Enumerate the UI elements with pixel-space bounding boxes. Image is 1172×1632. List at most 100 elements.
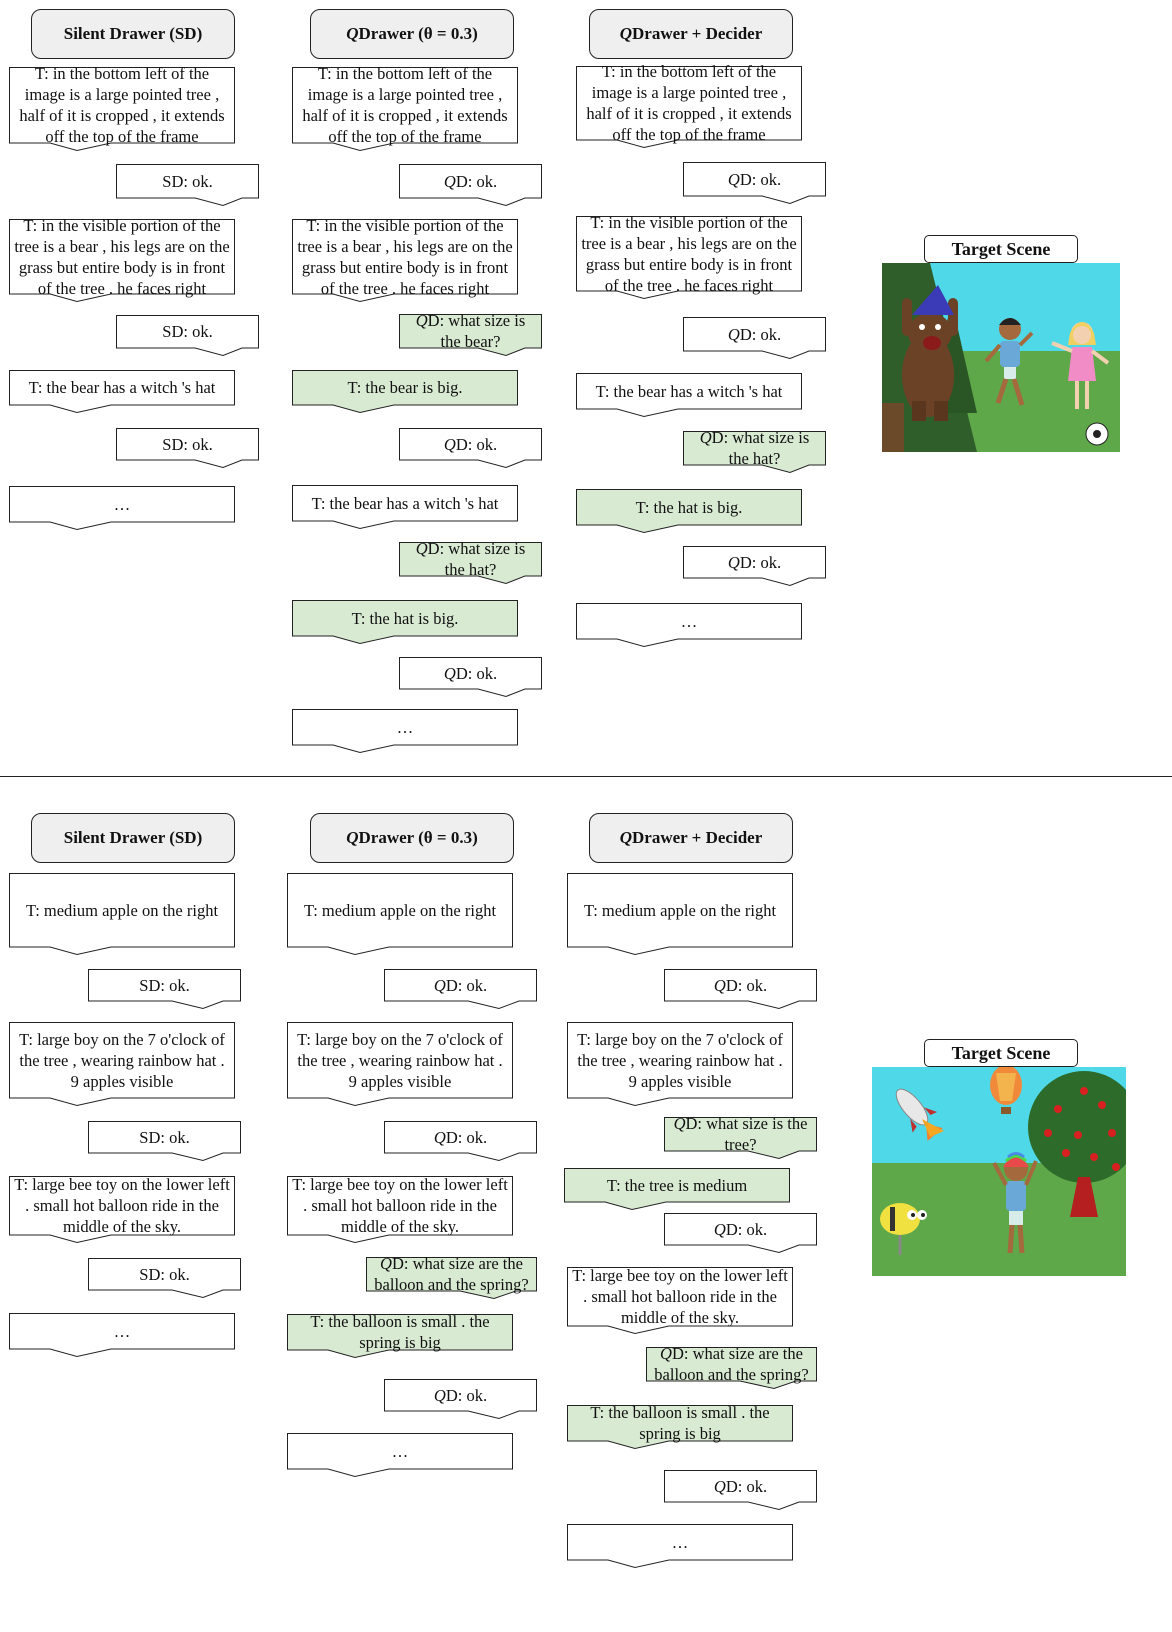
drawer-bubble: SD: ok. xyxy=(88,1121,241,1162)
bubble-shape xyxy=(366,1257,537,1300)
bubble-outline xyxy=(567,1267,793,1335)
message-text: T: in the visible portion of the tree is… xyxy=(14,215,230,298)
bubble-shape xyxy=(9,1176,235,1244)
message-text: T: the hat is big. xyxy=(635,497,743,517)
q-symbol: Q xyxy=(433,975,446,995)
bubble-shape xyxy=(9,370,235,414)
bubble-outline xyxy=(683,317,826,360)
bubble-outline xyxy=(664,1117,817,1160)
teller-bubble: T: large boy on the 7 o'clock of the tre… xyxy=(567,1022,793,1107)
column-header: Silent Drawer (SD) xyxy=(31,813,235,863)
message-text: QD: ok. xyxy=(443,663,498,683)
bubble-shape xyxy=(683,546,826,587)
bubble-shape xyxy=(576,603,802,648)
bubble-outline xyxy=(88,1121,241,1162)
bubble-outline xyxy=(88,1258,241,1299)
q-symbol: Q xyxy=(415,311,428,330)
message-text: QD: what size are the balloon and the sp… xyxy=(374,1254,529,1294)
bubble-outline xyxy=(683,162,826,205)
q-symbol: Q xyxy=(713,1476,726,1496)
bubble-outline xyxy=(683,546,826,587)
bubble-outline xyxy=(292,709,518,754)
bubble-outline xyxy=(567,1405,793,1450)
bubble-outline xyxy=(287,1433,513,1478)
message-text: T: the hat is big. xyxy=(351,608,459,628)
bubble-shape xyxy=(116,428,259,469)
q-symbol: Q xyxy=(699,428,712,447)
teller-bubble: T: the tree is medium xyxy=(564,1168,790,1211)
message-text: QD: ok. xyxy=(713,1219,768,1239)
bubble-outline xyxy=(9,370,235,414)
drawer-bubble: QD: what size is the hat? xyxy=(399,539,542,585)
bubble-shape xyxy=(576,66,802,149)
teller-bubble: T: large bee toy on the lower left . sma… xyxy=(567,1266,793,1335)
teller-bubble: T: the bear is big. xyxy=(292,370,518,414)
teller-bubble: … xyxy=(9,486,235,531)
drawer-bubble: QD: what size is the hat? xyxy=(683,428,826,474)
teller-bubble: T: the hat is big. xyxy=(292,600,518,645)
bubble-outline xyxy=(366,1257,537,1300)
message-text: T: in the bottom left of the image is a … xyxy=(19,64,225,146)
message-text: … xyxy=(113,1321,131,1341)
bubble-shape xyxy=(399,657,542,698)
bubble-outline xyxy=(88,969,241,1010)
bubble-shape xyxy=(9,873,235,956)
teller-bubble: T: medium apple on the right xyxy=(567,873,793,956)
bubble-outline xyxy=(399,428,542,469)
teller-bubble: T: in the bottom left of the image is a … xyxy=(576,62,802,149)
bubble-shape xyxy=(384,1121,537,1162)
q-symbol: Q xyxy=(443,171,456,191)
bubble-shape xyxy=(576,373,802,418)
bubble-outline xyxy=(292,370,518,414)
bubble-outline xyxy=(399,657,542,698)
target-scene-title: Target Scene xyxy=(924,235,1078,263)
teller-bubble: T: in the visible portion of the tree is… xyxy=(9,215,235,303)
message-text: T: in the visible portion of the tree is… xyxy=(581,212,797,295)
message-text: T: the bear has a witch 's hat xyxy=(311,493,499,513)
q-symbol: Q xyxy=(415,539,428,558)
drawer-bubble: QD: ok. xyxy=(683,317,826,360)
bubble-shape xyxy=(646,1347,817,1390)
bubble-outline xyxy=(9,1022,235,1107)
bubble-outline xyxy=(287,1176,513,1244)
drawer-bubble: QD: ok. xyxy=(399,164,542,207)
message-text: T: medium apple on the right xyxy=(583,900,777,920)
message-text: QD: ok. xyxy=(433,1385,488,1405)
q-symbol: Q xyxy=(619,828,633,847)
message-text: T: large boy on the 7 o'clock of the tre… xyxy=(297,1029,503,1091)
message-text: T: large boy on the 7 o'clock of the tre… xyxy=(577,1029,783,1091)
bubble-shape xyxy=(287,1314,513,1359)
bubble-outline xyxy=(576,603,802,648)
drawer-bubble: QD: ok. xyxy=(683,162,826,205)
bubble-outline xyxy=(664,1213,817,1254)
q-symbol: Q xyxy=(443,434,456,454)
bubble-shape xyxy=(9,1313,235,1358)
bubble-shape xyxy=(116,315,259,357)
q-symbol: Q xyxy=(346,24,359,43)
q-symbol: Q xyxy=(433,1127,446,1147)
message-text: T: the balloon is small . the spring is … xyxy=(590,1403,770,1443)
drawer-bubble: QD: ok. xyxy=(384,1379,537,1420)
bubble-shape xyxy=(399,314,542,357)
message-text: T: medium apple on the right xyxy=(303,900,497,920)
q-symbol: Q xyxy=(713,975,726,995)
bubble-shape xyxy=(399,164,542,207)
scene-illustration xyxy=(882,263,1120,452)
bubble-outline xyxy=(399,164,542,207)
message-text: T: the bear has a witch 's hat xyxy=(28,378,216,397)
bubble-shape xyxy=(88,1258,241,1299)
bubble-outline xyxy=(9,1313,235,1358)
teller-bubble: T: the bear has a witch 's hat xyxy=(576,373,802,418)
bubble-shape xyxy=(116,164,259,207)
drawer-bubble: QD: ok. xyxy=(664,1470,817,1511)
bubble-outline xyxy=(9,67,235,152)
bubble-shape xyxy=(683,162,826,205)
bubble-shape xyxy=(683,317,826,360)
message-text: T: large bee toy on the lower left . sma… xyxy=(292,1175,508,1236)
teller-bubble: … xyxy=(567,1524,793,1569)
q-symbol: Q xyxy=(346,828,359,847)
teller-bubble: T: large bee toy on the lower left . sma… xyxy=(9,1175,235,1244)
drawer-bubble: QD: what size are the balloon and the sp… xyxy=(366,1254,537,1300)
message-text: T: large boy on the 7 o'clock of the tre… xyxy=(19,1029,225,1091)
